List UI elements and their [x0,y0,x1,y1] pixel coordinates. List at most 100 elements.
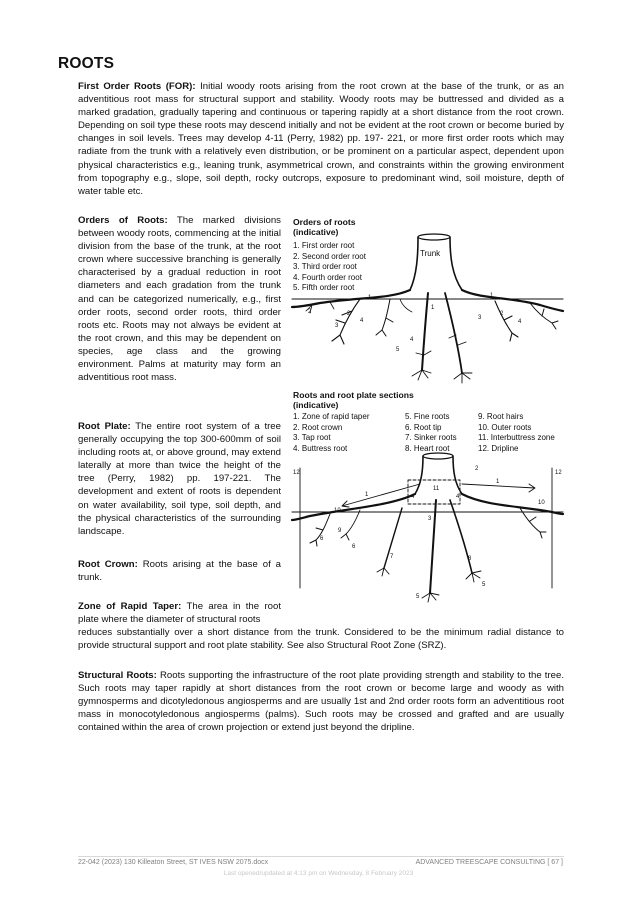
diagram-number-label: 1 [490,293,494,299]
diagram-number-label: 11 [433,486,440,492]
third-order-roots-right [529,302,559,330]
sections-legend-column-2: 5. Fine roots 6. Root tip 7. Sinker root… [405,412,457,454]
diagram-number-label: 4 [360,318,364,324]
tap-root [421,292,429,371]
sections-legend-item: 4. Buttress root [293,443,348,453]
sections-legend-column-1: 1. Zone of rapid taper 2. Root crown 3. … [293,412,370,454]
orders-legend-item: 5. Fifth order root [293,283,355,293]
sinker-root [444,292,463,374]
diagram-number-label: 4 [411,494,415,500]
diagram-number-label: 12 [293,470,300,476]
footer-company-page: ADVANCED TREESCAPE CONSULTING [ 67 ] [415,859,563,866]
definition-zone-rapid-taper-start: The area in the root plate where the dia… [78,601,281,626]
diagram-number-label: 5 [482,582,486,588]
fine-roots-center-right [448,334,473,384]
outer-root-right [460,492,565,516]
paragraph-zone-rapid-taper: Zone of Rapid Taper: The area in the roo… [78,600,564,652]
orders-legend-item: 2. Second order root [293,251,366,261]
diagram-number-label: 2 [500,311,504,317]
paragraph-root-crown: Root Crown: Roots arising at the base of… [78,558,281,584]
sections-legend-item: 9. Root hairs [478,412,524,421]
paragraph-orders-of-roots: Orders of Roots: The marked divisions be… [78,214,281,384]
sections-figure-title: Roots and root plate sections (indicativ… [293,390,414,410]
orders-figure-title: Orders of roots (indicative) [293,217,356,237]
trunk-outline [409,236,463,291]
orders-legend: 1. First order root 2. Second order root… [293,241,366,294]
term-root-crown: Root Crown: [78,559,138,570]
diagram-number-label: 1 [365,492,369,498]
sections-legend-item: 3. Tap root [293,433,331,443]
sections-legend-item: 5. Fine roots [405,412,450,421]
term-root-plate: Root Plate: [78,421,131,432]
footer-document-name: 22-042 (2023) 130 Killeaton Street, ST I… [78,859,269,866]
diagram-number-label: 6 [320,536,324,542]
definition-first-order-roots: Initial woody roots arising from the roo… [78,81,564,197]
sections-legend-item: 12. Dripline [478,443,519,453]
first-order-root-right [460,288,565,313]
diagram-number-label: 2 [475,466,479,472]
root-hairs [340,509,361,541]
first-order-root-left [290,288,412,309]
trunk-cut-top [417,233,451,241]
sections-legend-item: 10. Outer roots [478,422,532,432]
paragraph-first-order-roots: First Order Roots (FOR): Initial woody r… [78,80,564,198]
diagram-number-label: 2 [347,311,351,317]
fine-roots-far-right [519,507,547,539]
root-plate-diagram [290,452,565,603]
fine-roots-center-left [411,350,432,381]
paragraph-root-plate: Root Plate: The entire root system of a … [78,420,281,538]
zone-arrow-left [341,483,421,508]
diagram-number-label: 7 [390,554,394,560]
orders-legend-item: 4. Fourth order root [293,272,362,282]
definition-root-crown: Roots arising at the base of a trunk. [78,559,281,584]
sections-figure-title-line2: (indicative) [293,400,339,410]
root-crown-box [407,479,461,505]
term-first-order-roots: First Order Roots (FOR): [78,81,196,92]
diagram-number-label: 10 [334,508,341,514]
diagram-number-label: 2 [308,309,312,315]
minor-roots [305,298,413,314]
sections-legend-item: 6. Root tip [405,422,442,432]
root-tip-fine-roots [421,592,440,603]
diagram-number-label: 5 [396,347,400,353]
diagram-number-label: 3 [428,516,432,522]
orders-of-roots-diagram [290,233,565,384]
definition-structural-roots: Roots supporting the infrastructure of t… [78,670,565,734]
trunk-label: Trunk [420,249,441,258]
diagram-number-label: 1 [496,479,500,485]
footer-last-updated: Last opened/updated at 4:13 pm on Wednes… [223,870,414,877]
sections-legend-item: 2. Root crown [293,422,343,432]
fine-roots-right [465,570,482,583]
trunk-outline [414,455,463,495]
diagram-number-label: 1 [431,305,435,311]
diagram-number-label: 4 [518,319,522,325]
outer-root-left [290,492,417,522]
term-orders-of-roots: Orders of Roots: [78,215,168,226]
diagram-number-label: 10 [538,500,545,506]
term-zone-rapid-taper: Zone of Rapid Taper: [78,601,182,612]
fine-roots-left [309,513,331,547]
orders-figure-title-line2: (indicative) [293,227,339,237]
orders-figure-title-line1: Orders of roots [293,217,356,227]
diagram-number-label: 9 [338,528,342,534]
diagram-number-label: 3 [335,323,339,329]
sections-figure-title-line1: Roots and root plate sections [293,390,414,400]
section-heading: ROOTS [58,55,115,72]
diagram-number-label: 6 [352,544,356,550]
zone-rapid-taper-narrow: Zone of Rapid Taper: The area in the roo… [78,600,281,626]
diagram-number-label: 1 [368,295,372,301]
diagram-number-label: 4 [410,337,414,343]
zone-arrow-right [461,483,536,493]
footer-divider [78,856,564,857]
orders-of-roots-figure: Orders of roots (indicative) 1. First or… [290,215,565,390]
diagram-number-label: 8 [468,556,472,562]
sections-legend-item: 1. Zone of rapid taper [293,412,370,421]
diagram-number-label: 5 [416,594,420,600]
paragraph-structural-roots: Structural Roots: Roots supporting the i… [78,669,564,734]
root-plate-sections-figure: Roots and root plate sections (indicativ… [290,388,565,613]
orders-legend-item: 3. Third order root [293,262,357,272]
term-structural-roots: Structural Roots: [78,670,157,681]
diagram-number-label: 12 [555,470,562,476]
diagram-number-label: 4 [456,494,460,500]
